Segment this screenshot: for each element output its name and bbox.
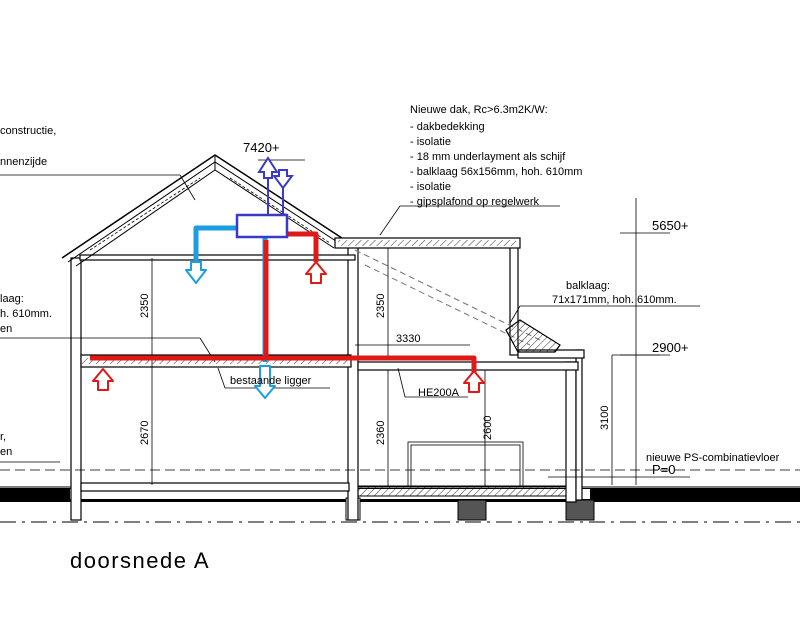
- walls: [70, 239, 583, 521]
- flat-roof: [334, 237, 521, 249]
- level-mid: 2900+: [652, 340, 689, 355]
- dim-span: 3330: [396, 333, 420, 345]
- level-ground: P=0: [652, 462, 676, 477]
- balklaag-line: 71x171mm, hoh. 610mm.: [552, 294, 677, 306]
- roof-spec-item: - gipsplafond op regelwerk: [410, 196, 540, 208]
- roof-spec-item: - isolatie: [410, 181, 451, 193]
- roof-spec-item: - dakbedekking: [410, 121, 485, 133]
- dim-right-lower: 2600: [482, 416, 494, 440]
- roof-spec-item: - balklaag 56x156mm, hoh. 610mm: [410, 166, 582, 178]
- left-note-line: en: [0, 323, 12, 335]
- left-notes: constructie, nnenzijde laag: h. 610mm. e…: [0, 125, 56, 458]
- extension-roof: [505, 319, 561, 353]
- dim-right-total: 3100: [599, 406, 611, 430]
- dim-left-upper: 2350: [139, 294, 151, 318]
- label-he200a: HE200A: [418, 387, 460, 399]
- floors: [79, 254, 585, 497]
- left-note-line: constructie,: [0, 125, 56, 137]
- left-note-line: h. 610mm.: [0, 308, 52, 320]
- extract-duct: [90, 231, 485, 393]
- level-top: 7420+: [243, 140, 280, 155]
- roof-spec-note: Nieuwe dak, Rc>6.3m2K/W: - dakbedekking …: [410, 104, 582, 208]
- left-note-line: laag:: [0, 293, 24, 305]
- dimension-lines: [0, 198, 800, 486]
- label-bestaande-ligger: bestaande ligger: [230, 375, 312, 387]
- drawing-title: doorsnede A: [70, 548, 210, 573]
- existing-roof-dashed: [354, 249, 541, 346]
- supply-duct: [185, 225, 276, 399]
- balklaag-line: balklaag:: [566, 280, 610, 292]
- main-roof: [61, 154, 349, 267]
- label-ps-vloer: nieuwe PS-combinatievloer: [646, 452, 780, 464]
- outer-air-ducts: [257, 156, 294, 215]
- dim-mid-upper: 2350: [375, 294, 387, 318]
- level-markers: 7420+ 5650+ 2900+ P=0: [243, 140, 689, 477]
- left-note-line: en: [0, 446, 12, 458]
- roof-spec-heading: Nieuwe dak, Rc>6.3m2K/W:: [410, 104, 548, 116]
- ventilation-unit: [235, 213, 289, 239]
- leader-lines: [0, 159, 700, 463]
- left-note-line: nnenzijde: [0, 156, 47, 168]
- ground-opening: [407, 441, 524, 487]
- left-note-line: r,: [0, 431, 6, 443]
- dim-left-lower: 2670: [139, 421, 151, 445]
- dimension-texts: 2350 2670 2350 2360 3330 2600 3100: [139, 294, 611, 445]
- dim-mid-lower: 2360: [375, 421, 387, 445]
- level-upper: 5650+: [652, 218, 689, 233]
- roof-spec-item: - isolatie: [410, 136, 451, 148]
- roof-spec-item: - 18 mm underlayment als schijf: [410, 151, 566, 163]
- balklaag-note: balklaag: 71x171mm, hoh. 610mm.: [552, 280, 677, 306]
